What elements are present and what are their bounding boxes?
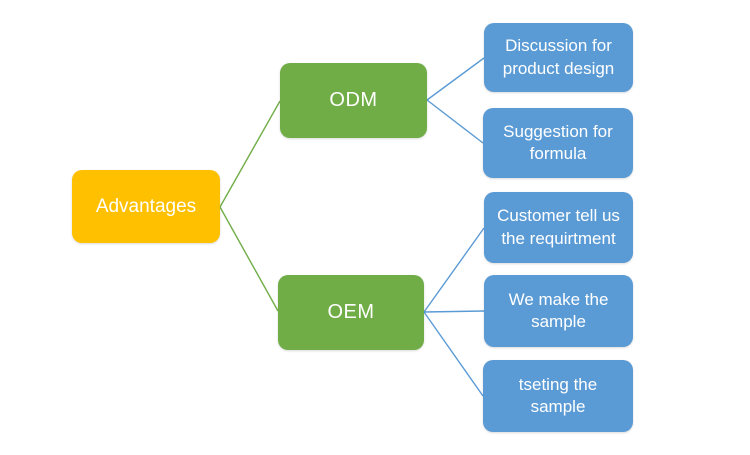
leaf-label: Customer tell us the requirtment: [497, 206, 620, 248]
connector-oem-sample: [423, 310, 485, 313]
connector-oem-testing: [423, 311, 484, 397]
node-discussion-for-product-design: Discussion for product design: [484, 23, 633, 92]
node-odm-label: ODM: [329, 89, 378, 111]
connector-advantages-odm: [219, 100, 281, 208]
node-advantages: Advantages: [72, 170, 220, 243]
connector-oem-customer: [423, 227, 485, 313]
leaf-label: Discussion for product design: [502, 36, 615, 78]
node-customer-tell-us-requirement: Customer tell us the requirtment: [484, 192, 633, 263]
node-we-make-the-sample: We make the sample: [484, 275, 633, 347]
node-odm: ODM: [280, 63, 427, 138]
node-suggestion-for-formula: Suggestion for formula: [483, 108, 633, 178]
node-testing-the-sample: tseting the sample: [483, 360, 633, 432]
node-oem-label: OEM: [327, 301, 375, 323]
leaf-label: tseting the sample: [518, 374, 598, 416]
leaf-label: Suggestion for formula: [503, 121, 613, 163]
connector-advantages-oem: [219, 206, 279, 312]
leaf-label: We make the sample: [508, 289, 609, 331]
connector-odm-discussion: [426, 57, 485, 101]
connector-odm-suggestion: [426, 99, 484, 144]
node-oem: OEM: [278, 275, 424, 350]
node-advantages-label: Advantages: [95, 195, 197, 217]
